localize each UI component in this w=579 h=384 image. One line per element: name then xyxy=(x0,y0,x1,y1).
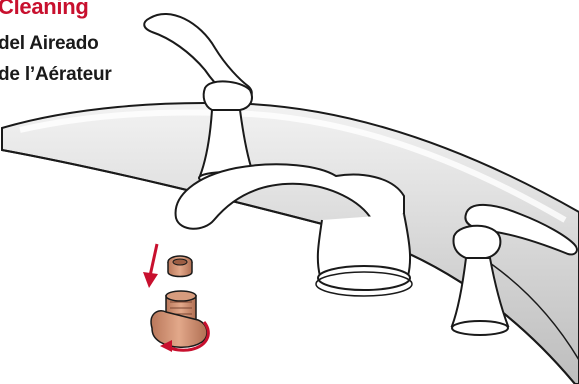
counterclockwise-rotate-icon xyxy=(160,321,210,352)
spout xyxy=(174,163,413,297)
hand xyxy=(150,310,208,348)
caption-spanish: del Aireado xyxy=(0,33,99,54)
caption-title: Cleaning xyxy=(0,0,89,19)
down-arrow-icon xyxy=(143,243,159,288)
right-handle xyxy=(450,203,578,336)
aerator-insert xyxy=(167,255,193,278)
caption-french: de l’Aérateur xyxy=(0,64,112,85)
